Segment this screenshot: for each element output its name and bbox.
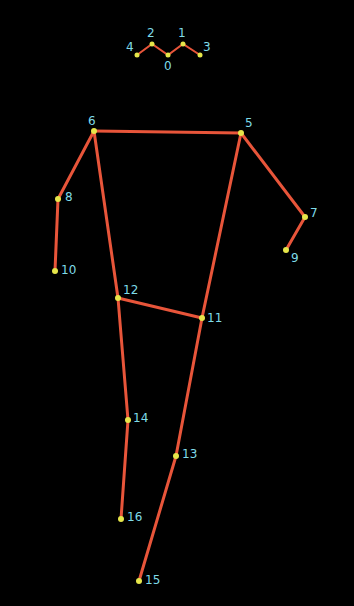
keypoint-number: 13 (182, 447, 197, 461)
keypoint-number: 0 (164, 59, 172, 73)
keypoint-number: 4 (126, 40, 134, 54)
skeleton-limb (58, 131, 94, 199)
keypoint-number: 6 (88, 114, 96, 128)
keypoint-dot (238, 130, 244, 136)
keypoint-dot (181, 42, 186, 47)
skeleton-limb (139, 456, 176, 581)
keypoint-dot (91, 128, 97, 134)
keypoint-dot (118, 516, 124, 522)
keypoint-dot (150, 42, 155, 47)
keypoint-number: 3 (203, 40, 211, 54)
keypoint-number: 8 (65, 190, 73, 204)
keypoint-dot (198, 53, 203, 58)
keypoint-number: 11 (207, 311, 222, 325)
skeleton-limb (121, 420, 128, 519)
keypoint-dot (166, 53, 171, 58)
keypoint-number: 10 (61, 263, 76, 277)
keypoint-dot (135, 53, 140, 58)
skeleton-limb (55, 199, 58, 271)
keypoint-dot (125, 417, 131, 423)
keypoint-number: 9 (291, 251, 299, 265)
keypoint-number: 7 (310, 206, 318, 220)
keypoint-number: 1 (178, 26, 186, 40)
skeleton-limb (118, 298, 128, 420)
keypoint-number: 5 (245, 116, 253, 130)
skeleton-limb (286, 217, 305, 250)
keypoint-dot (302, 214, 308, 220)
keypoint-dot (283, 247, 289, 253)
skeleton-limb (94, 131, 118, 298)
skeleton-limb (176, 318, 202, 456)
keypoint-number: 15 (145, 573, 160, 587)
keypoint-number: 2 (147, 26, 155, 40)
keypoint-dot (52, 268, 58, 274)
keypoint-number: 14 (133, 411, 148, 425)
keypoint-dot (115, 295, 121, 301)
skeleton-limb (94, 131, 241, 133)
skeleton-limb (202, 133, 241, 318)
keypoint-dot (136, 578, 142, 584)
keypoint-number: 16 (127, 510, 142, 524)
keypoint-dot (173, 453, 179, 459)
keypoint-number: 12 (123, 283, 138, 297)
skeleton-limb (118, 298, 202, 318)
keypoint-dot (199, 315, 205, 321)
skeleton-limb (241, 133, 305, 217)
keypoint-dot (55, 196, 61, 202)
